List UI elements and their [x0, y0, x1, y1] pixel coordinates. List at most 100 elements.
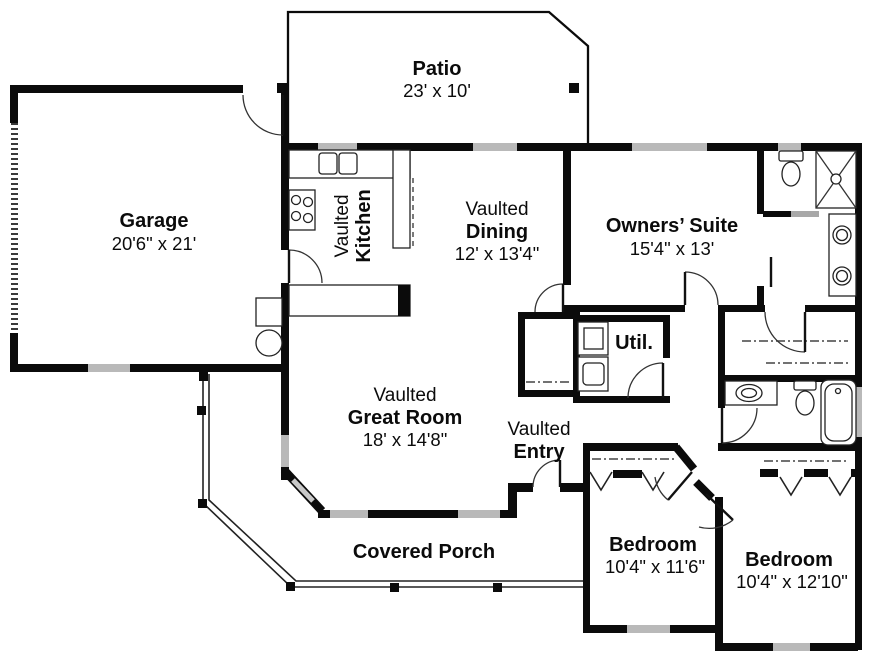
door-swing-arc: [288, 249, 323, 284]
utility-fixtures: [577, 321, 609, 392]
door-bedroom-1: [654, 471, 693, 501]
wall-diagonal: [693, 479, 715, 501]
patio-outline: [286, 10, 590, 143]
door-swing-arc: [764, 311, 806, 353]
stove-burner: [302, 212, 314, 224]
window: [88, 364, 130, 372]
bedroom-1-dims: 10'4" x 11'6": [605, 556, 705, 577]
kitchen-label: Kitchen: [353, 189, 375, 262]
window: [281, 435, 289, 467]
porch-railing: [208, 374, 583, 582]
toilet: [781, 161, 801, 187]
dining-label-prefix: Vaulted: [465, 199, 528, 220]
sink: [835, 228, 849, 242]
water-heater: [255, 329, 283, 357]
bifold-door: [641, 471, 665, 492]
door-hall-bath: [720, 407, 758, 444]
patio-label: Patio: [413, 58, 462, 80]
window: [458, 510, 500, 518]
kitchen-sink: [338, 152, 358, 175]
patio-sliding-door: [473, 143, 517, 151]
door-swing-arc: [534, 283, 564, 313]
furnace: [255, 297, 283, 327]
patio-dims: 23' x 10': [403, 80, 471, 101]
bifold-door: [828, 476, 852, 497]
hall-bath-fixtures: [724, 379, 857, 446]
porch-post: [286, 582, 295, 591]
walls: [10, 85, 862, 651]
bifold-door: [589, 471, 613, 492]
door-swing-arc: [627, 362, 664, 399]
dining-dims: 12' x 13'4": [455, 243, 540, 264]
door-dining-hall: [534, 283, 565, 313]
window: [778, 143, 801, 151]
patio-post: [569, 83, 579, 93]
door-bedroom-2: [698, 493, 734, 530]
washer-detail: [583, 327, 604, 350]
door-swing-arc: [721, 407, 758, 444]
door-walkin-closet: [764, 311, 807, 353]
sink: [835, 269, 849, 283]
entry-label: Entry: [513, 441, 565, 463]
kitchen-island-end: [398, 285, 410, 316]
bedroom-2-label: Bedroom: [745, 549, 833, 571]
window: [632, 143, 707, 151]
door-owners-suite: [683, 271, 719, 306]
master-bath-fixtures: [769, 150, 857, 297]
porch-post: [197, 406, 206, 415]
door-leaf: [667, 471, 693, 501]
patio-post: [277, 83, 287, 93]
owners-suite-dims: 15'4" x 13': [630, 238, 715, 259]
stove-burner: [302, 196, 314, 208]
garage-label: Garage: [120, 210, 189, 232]
dining-label: Dining: [466, 221, 528, 243]
entry-label-prefix: Vaulted: [507, 419, 570, 440]
bedroom-2-dims: 10'4" x 12'10": [736, 571, 848, 592]
bifold-door: [779, 476, 803, 497]
porch-post: [493, 583, 502, 592]
window: [855, 387, 862, 437]
kitchen-island: [288, 284, 411, 317]
bedroom-1-label: Bedroom: [609, 534, 697, 556]
kitchen-counter: [392, 149, 411, 249]
toilet-tank: [778, 150, 804, 162]
porch-railing: [202, 374, 583, 588]
garage-dims: 20'6" x 21': [112, 233, 197, 254]
porch-post: [199, 372, 208, 381]
window: [773, 643, 810, 651]
door-patio-garage: [242, 94, 285, 136]
dryer-detail: [582, 362, 605, 386]
window: [318, 143, 357, 151]
wall-diagonal: [672, 444, 698, 472]
utility-label: Util.: [615, 332, 653, 354]
tub-drain: [834, 387, 842, 395]
shower-drain: [830, 173, 842, 185]
window-diagonal: [291, 478, 315, 503]
door-swing-arc: [654, 476, 669, 501]
great-room-label: Great Room: [348, 407, 462, 429]
window: [330, 510, 368, 518]
great-room-dims: 18' x 14'8": [363, 429, 448, 450]
door-leaf: [705, 493, 734, 521]
door-swing-arc: [242, 94, 284, 136]
door-swing-arc: [532, 459, 561, 488]
kitchen-sink: [318, 152, 338, 175]
sink: [740, 387, 758, 399]
door-front-entry: [532, 459, 562, 488]
door-swing-arc: [698, 519, 734, 530]
owners-suite-label: Owners’ Suite: [606, 215, 738, 237]
porch-posts: [197, 372, 502, 592]
window: [627, 625, 670, 633]
door-garage-kitchen: [287, 249, 323, 284]
stove-burner: [290, 210, 302, 222]
door-swing-arc: [684, 271, 719, 306]
toilet-tank: [793, 380, 817, 391]
kitchen-label-prefix: Vaulted: [332, 194, 353, 257]
bathtub-inner: [824, 383, 853, 442]
porch-post: [198, 499, 207, 508]
pocket-door: [791, 211, 819, 217]
covered-porch-label: Covered Porch: [353, 541, 495, 563]
toilet: [795, 390, 815, 416]
